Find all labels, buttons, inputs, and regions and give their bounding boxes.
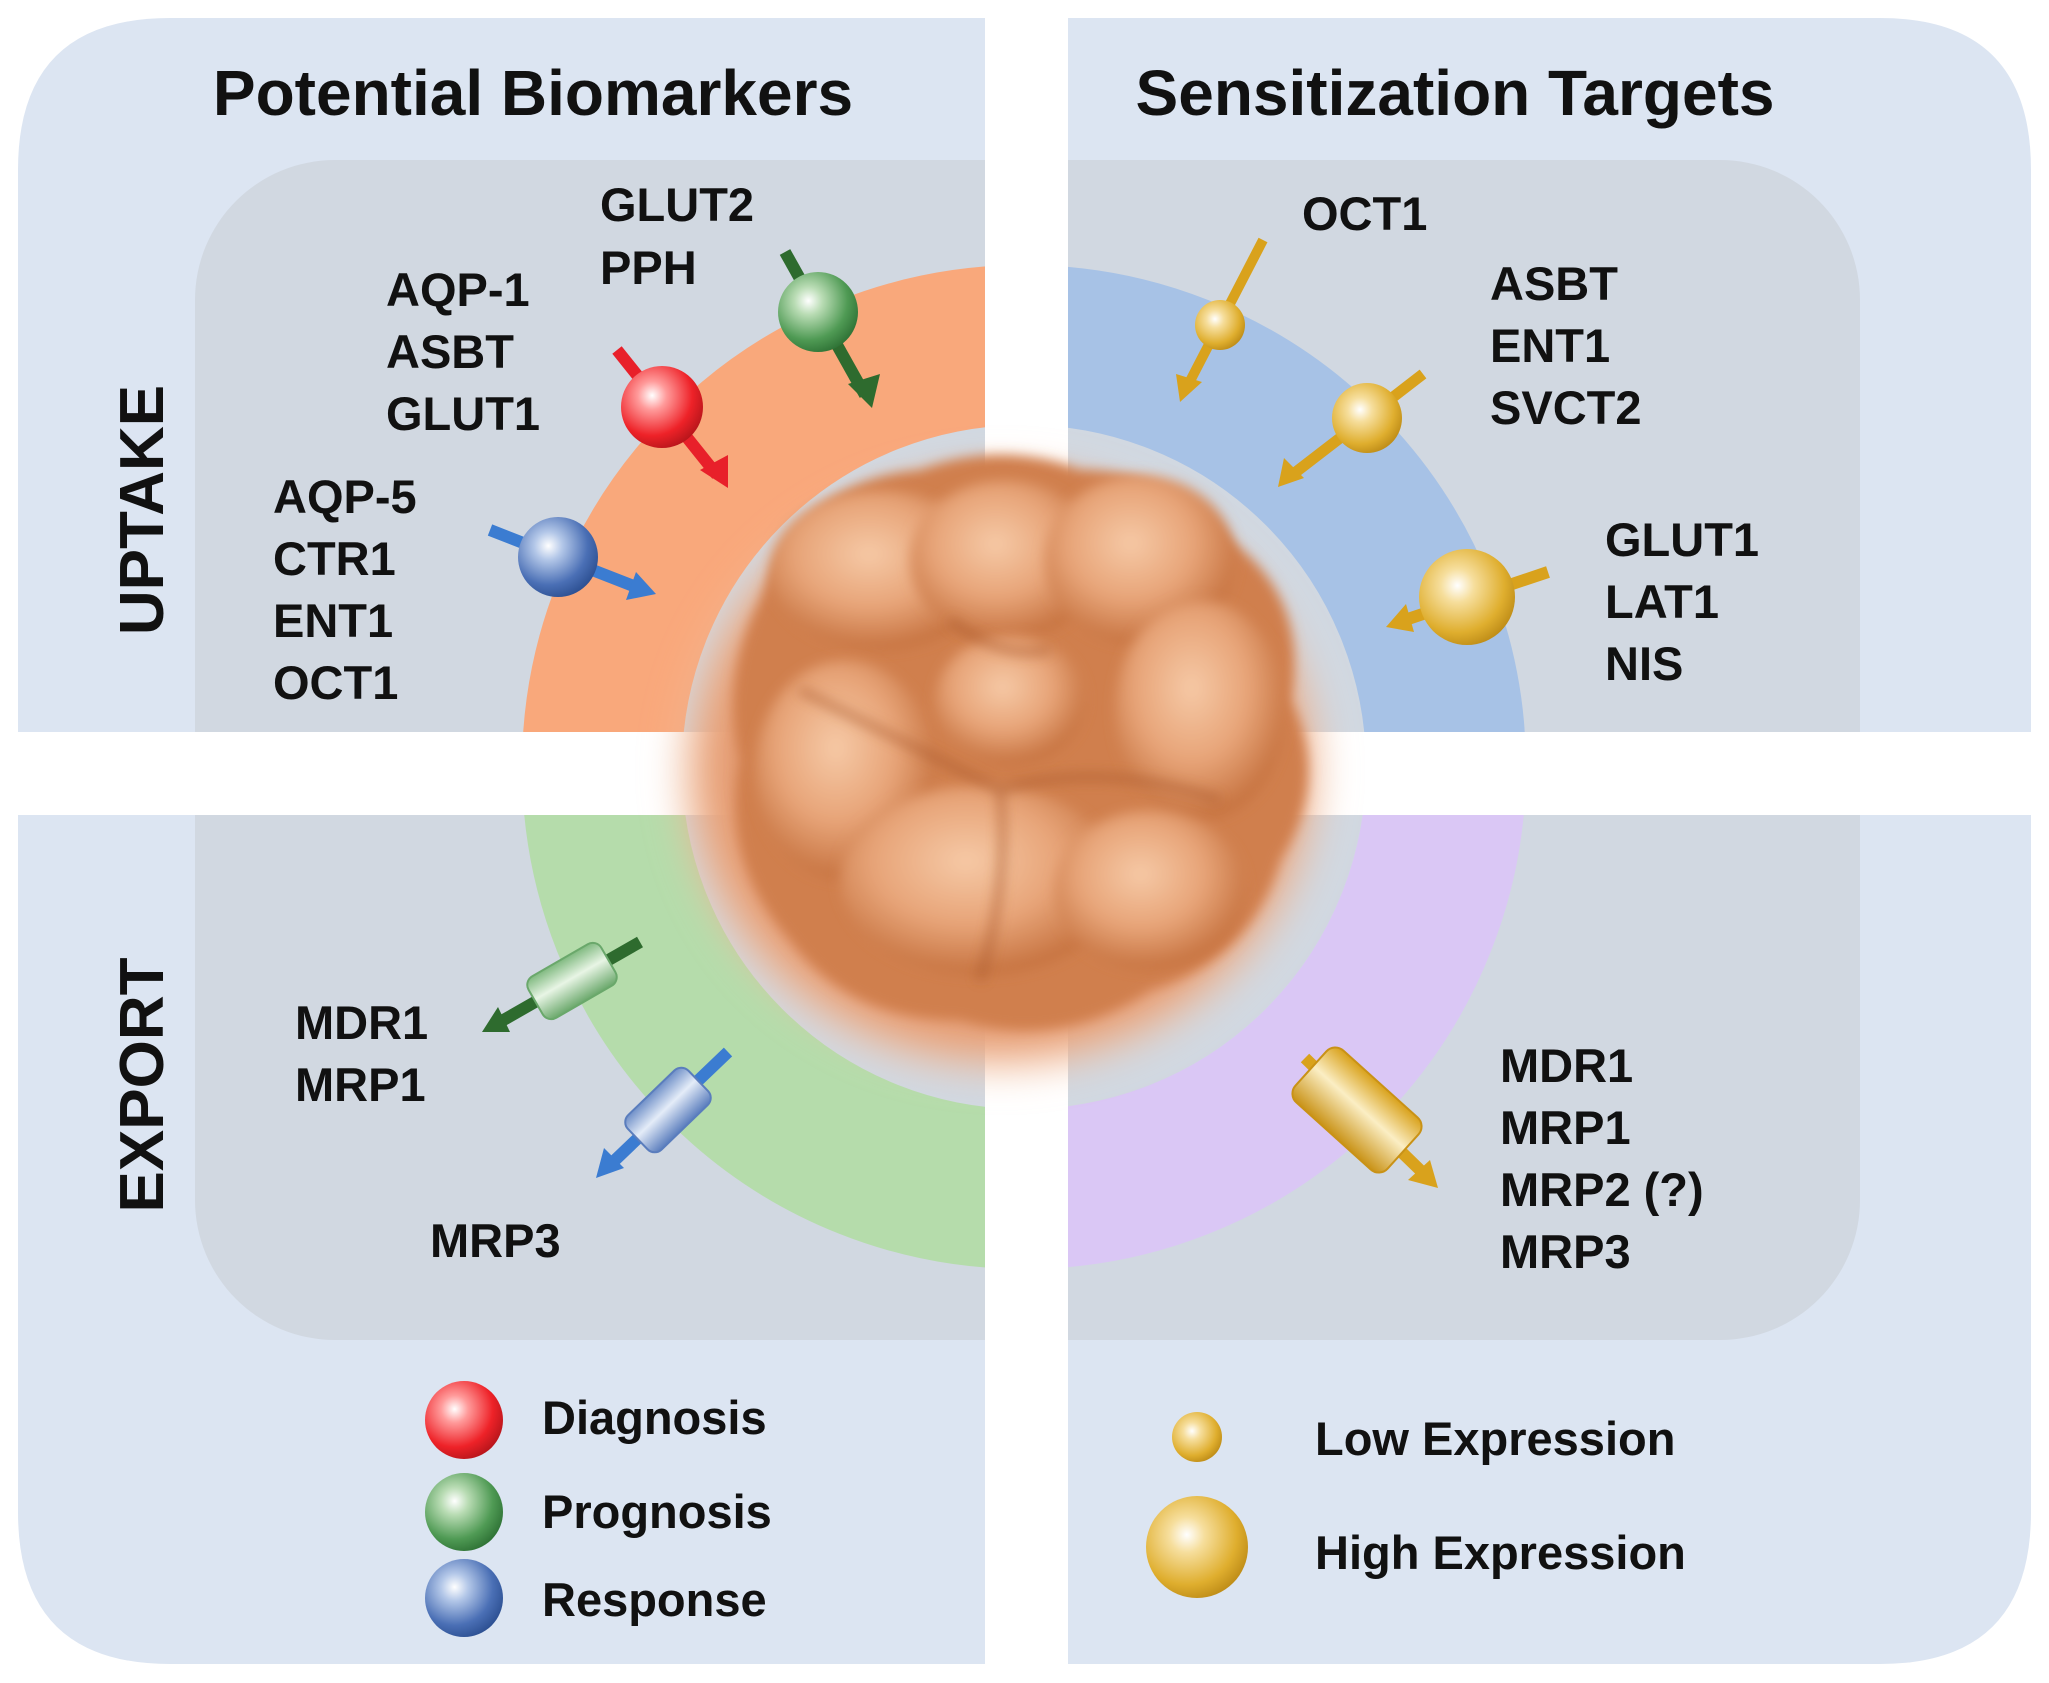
high-expression-transporter-icon xyxy=(1419,549,1515,645)
legend-response-icon xyxy=(425,1559,503,1637)
uptake-prognosis-gene-2: PPH xyxy=(600,241,697,294)
uptake-response-gene-3: ENT1 xyxy=(273,594,393,647)
response-transporter-icon xyxy=(518,517,598,597)
heading-potential-biomarkers: Potential Biomarkers xyxy=(213,57,853,129)
uptake-target-low-gene-1: OCT1 xyxy=(1302,187,1427,240)
legend-expression: Low Expression High Expression xyxy=(1146,1412,1686,1598)
uptake-target-medium: ASBT ENT1 SVCT2 xyxy=(1278,257,1642,487)
export-target-high: MDR1 MRP1 MRP2 (?) MRP3 xyxy=(1291,1039,1704,1278)
heading-sensitization-targets: Sensitization Targets xyxy=(1136,57,1775,129)
export-prognosis-gene-2: MRP1 xyxy=(295,1058,426,1111)
heading-export: EXPORT xyxy=(108,957,177,1212)
uptake-diagnosis-gene-2: ASBT xyxy=(386,325,514,378)
legend-prognosis-icon xyxy=(425,1473,503,1551)
high-expression-efflux-pump-icon xyxy=(1291,1046,1423,1174)
medium-expression-transporter-icon xyxy=(1332,383,1402,453)
tumor-image xyxy=(660,450,1340,1090)
export-target-gene-2: MRP1 xyxy=(1500,1101,1631,1154)
legend-high-expression-label: High Expression xyxy=(1315,1526,1686,1579)
uptake-response-gene-1: AQP-5 xyxy=(273,470,417,523)
uptake-diagnosis-gene-1: AQP-1 xyxy=(386,263,530,316)
uptake-prognosis-gene-1: GLUT2 xyxy=(600,178,754,231)
uptake-biomarker-prognosis: GLUT2 PPH xyxy=(600,178,880,408)
export-biomarker-response: MRP3 xyxy=(430,1047,733,1267)
uptake-target-high: GLUT1 LAT1 NIS xyxy=(1386,513,1759,690)
uptake-biomarker-response: AQP-5 CTR1 ENT1 OCT1 xyxy=(273,470,656,709)
legend-low-expression-icon xyxy=(1172,1412,1222,1462)
uptake-response-gene-4: OCT1 xyxy=(273,656,398,709)
export-target-gene-3: MRP2 (?) xyxy=(1500,1163,1704,1216)
legend-biomarkers: Diagnosis Prognosis Response xyxy=(425,1381,772,1637)
uptake-diagnosis-gene-3: GLUT1 xyxy=(386,387,540,440)
uptake-target-high-gene-3: NIS xyxy=(1605,637,1683,690)
legend-diagnosis-icon xyxy=(425,1381,503,1459)
legend-prognosis-label: Prognosis xyxy=(542,1485,772,1538)
uptake-target-medium-gene-2: ENT1 xyxy=(1490,319,1610,372)
response-efflux-pump-icon xyxy=(624,1066,712,1154)
export-prognosis-gene-1: MDR1 xyxy=(295,996,428,1049)
uptake-target-low: OCT1 xyxy=(1176,187,1427,402)
export-target-gene-4: MRP3 xyxy=(1500,1225,1631,1278)
low-expression-transporter-icon xyxy=(1195,300,1245,350)
uptake-target-medium-gene-1: ASBT xyxy=(1490,257,1618,310)
uptake-target-high-gene-1: GLUT1 xyxy=(1605,513,1759,566)
export-response-gene-1: MRP3 xyxy=(430,1214,561,1267)
uptake-target-medium-gene-3: SVCT2 xyxy=(1490,381,1642,434)
legend-low-expression-label: Low Expression xyxy=(1315,1412,1675,1465)
heading-uptake: UPTAKE xyxy=(108,385,177,635)
uptake-response-gene-2: CTR1 xyxy=(273,532,396,585)
uptake-biomarker-diagnosis: AQP-1 ASBT GLUT1 xyxy=(386,263,728,488)
export-target-gene-1: MDR1 xyxy=(1500,1039,1633,1092)
legend-response-label: Response xyxy=(542,1573,767,1626)
legend-high-expression-icon xyxy=(1146,1496,1248,1598)
legend-diagnosis-label: Diagnosis xyxy=(542,1391,767,1444)
diagnosis-transporter-icon xyxy=(621,366,703,448)
prognosis-transporter-icon xyxy=(778,272,858,352)
uptake-target-high-gene-2: LAT1 xyxy=(1605,575,1719,628)
prognosis-efflux-pump-icon xyxy=(526,941,618,1021)
export-biomarker-prognosis: MDR1 MRP1 xyxy=(295,936,643,1111)
